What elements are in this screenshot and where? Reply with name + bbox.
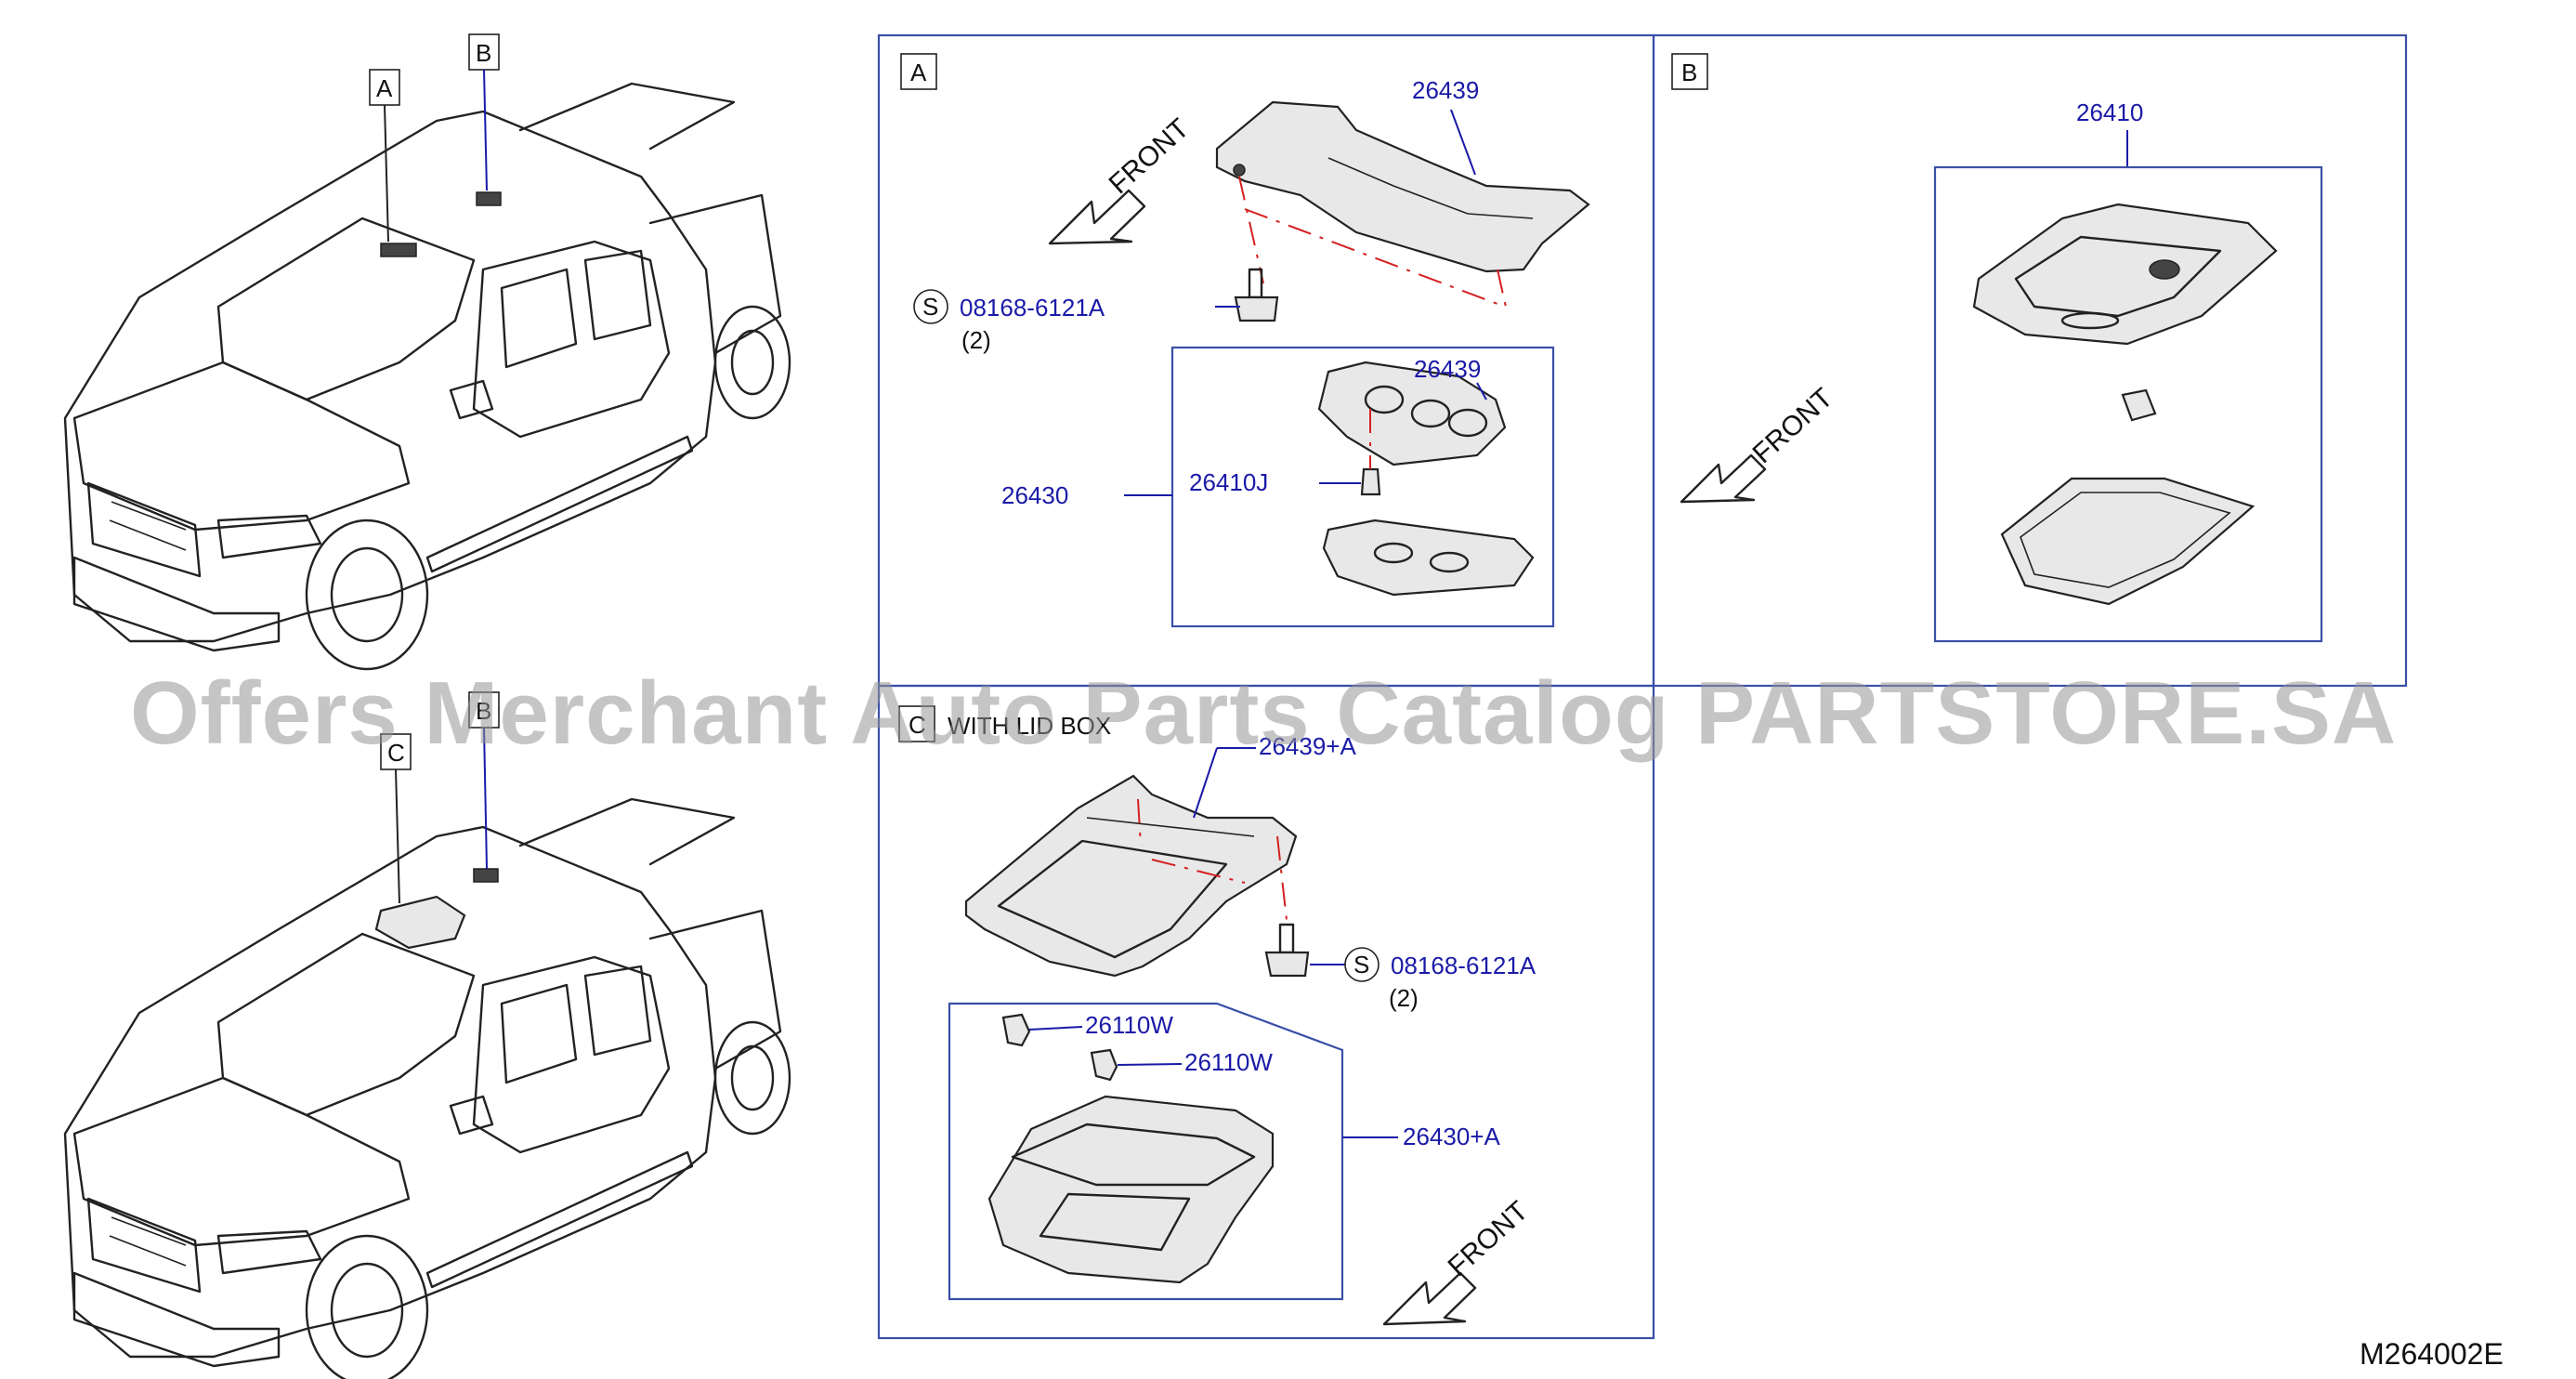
- label-26110w-2: 26110W: [1184, 1048, 1273, 1076]
- screw-symbol-a-text: S: [922, 293, 938, 321]
- callout-c-letter: C: [387, 739, 405, 767]
- screw-icon-c: [1264, 923, 1310, 978]
- view-a: A FRONT 26439 S 08168-6121A (2): [900, 53, 1590, 628]
- label-08168-6121a-a: 08168-6121A: [960, 294, 1105, 322]
- label-26430a: 26430+A: [1403, 1123, 1500, 1150]
- bulb-icon-a: [1360, 467, 1381, 496]
- qty-screw-a: (2): [961, 326, 991, 354]
- callout-b-lower-letter: B: [476, 697, 491, 725]
- front-label-a: FRONT: [1104, 113, 1196, 201]
- label-26110w-1: 26110W: [1085, 1011, 1173, 1039]
- label-08168-6121a-c: 08168-6121A: [1391, 952, 1536, 979]
- front-label-c: FRONT: [1443, 1196, 1535, 1283]
- clip-icon-1: [1001, 1013, 1031, 1047]
- vehicle-callout-c[interactable]: C: [380, 733, 412, 904]
- bracket-26439-upper: [1215, 100, 1590, 273]
- view-c-caption: WITH LID BOX: [948, 712, 1111, 740]
- lamp-inset-b: [1933, 165, 2323, 643]
- front-arrow-a-icon: [1048, 189, 1146, 245]
- front-arrow-c-icon: [1382, 1271, 1477, 1326]
- front-arrow-b-icon: [1680, 453, 1767, 504]
- lamp-assy-26430: [1317, 361, 1535, 597]
- view-b-frame: [1652, 33, 2408, 688]
- lamp-assy-26410: [1972, 203, 2278, 606]
- view-c-frame: [877, 684, 1655, 1340]
- label-26439a: 26439+A: [1259, 732, 1356, 760]
- view-a-letter: A: [910, 59, 927, 86]
- qty-screw-c: (2): [1389, 984, 1419, 1012]
- view-c: C WITH LID BOX 26439+A S 08168-6121A (2): [898, 705, 1536, 1326]
- label-26439-upper: 26439: [1412, 76, 1479, 104]
- view-c-letter: C: [909, 711, 926, 739]
- watermark-text: Offers Merchant Auto Parts Catalog PARTS…: [130, 663, 2397, 763]
- screw-symbol-c: S: [1344, 947, 1380, 982]
- bracket-26439a: [964, 774, 1298, 978]
- lamp-inset-a: [1170, 346, 1555, 628]
- screw-symbol-a: S: [913, 289, 948, 324]
- label-26410j: 26410J: [1189, 468, 1268, 496]
- label-26439-inner: 26439: [1414, 355, 1481, 383]
- vehicle-callout-a[interactable]: A: [369, 69, 400, 243]
- view-b-letter: B: [1681, 59, 1697, 86]
- lamp-inset-c: [948, 1002, 1344, 1301]
- label-26430: 26430: [1001, 481, 1068, 509]
- screw-icon-a: [1234, 268, 1279, 322]
- label-26410: 26410: [2076, 98, 2143, 126]
- front-label-b: FRONT: [1747, 383, 1839, 470]
- clip-icon-2: [1090, 1048, 1118, 1082]
- callout-b-letter: B: [476, 39, 491, 67]
- view-b: B FRONT 26410: [1671, 53, 2323, 643]
- screw-symbol-c-text: S: [1353, 951, 1369, 978]
- diagram-code: M264002E: [2360, 1337, 2504, 1371]
- vehicle-callout-b[interactable]: B: [468, 33, 500, 191]
- lid-box-assy-26430a: [987, 1095, 1275, 1284]
- vehicle-callout-b-lower[interactable]: B: [468, 691, 500, 870]
- vehicle-illustration-top: [63, 82, 791, 671]
- callout-a-letter: A: [376, 74, 393, 102]
- bulb-icon-b: [2121, 388, 2157, 422]
- vehicle-illustration-bottom: [63, 797, 791, 1379]
